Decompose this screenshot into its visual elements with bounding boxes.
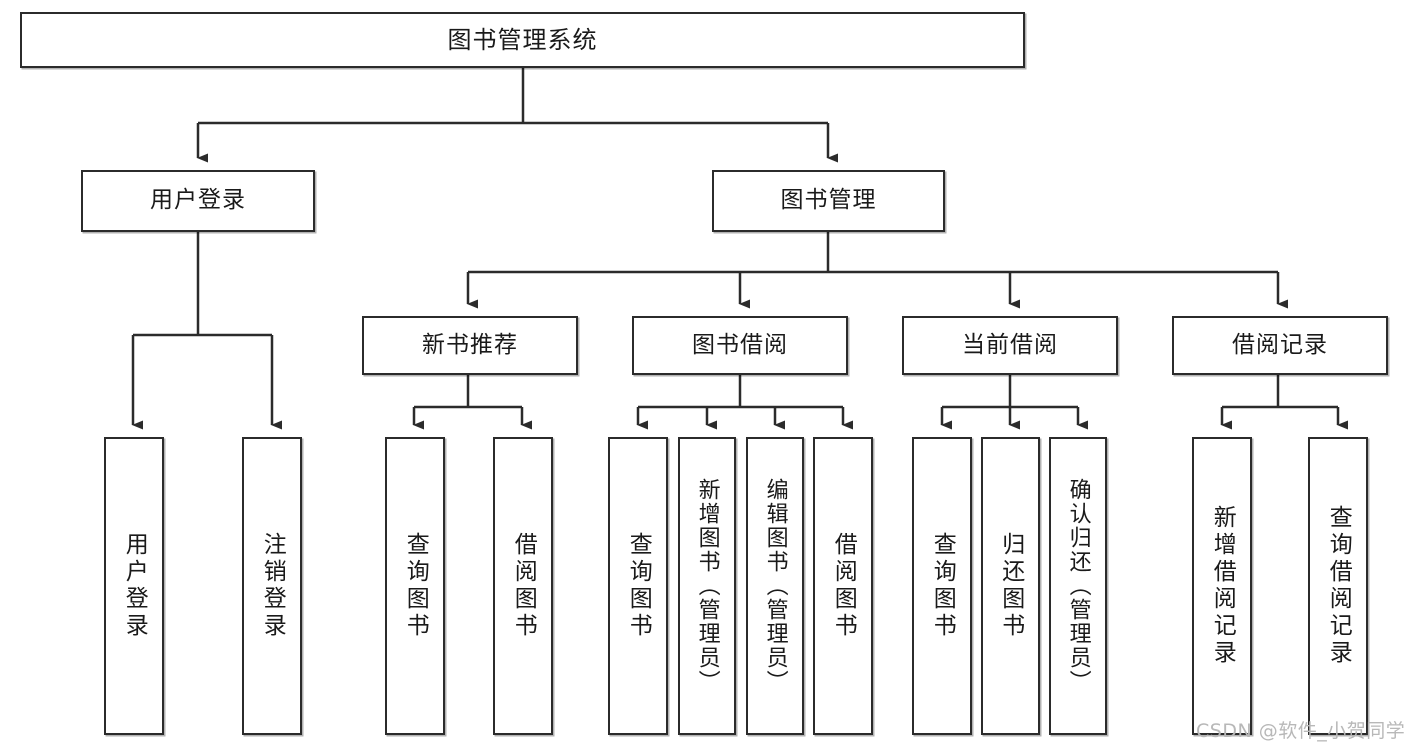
leaf-borrow-record-add-record[interactable]: 新增借阅记录 [1192,437,1252,735]
leaf-borrow-record-query-record[interactable]: 查询借阅记录 [1308,437,1368,735]
csdn-watermark: CSDN @软件_小贺同学 [1196,720,1405,742]
leaf-current-borrow-query-book[interactable]: 查询图书 [912,437,972,735]
leaf-user-login-logout[interactable]: 注销登录 [242,437,302,735]
leaf-book-borrow-query-book[interactable]: 查询图书 [608,437,668,735]
node-user-login[interactable]: 用户登录 [81,170,315,232]
node-new-book-recommend[interactable]: 新书推荐 [362,316,578,375]
leaf-book-borrow-add-book-admin[interactable]: 新增图书（管理员） [678,437,736,735]
node-root-book-management-system[interactable]: 图书管理系统 [20,12,1025,68]
node-book-management[interactable]: 图书管理 [712,170,945,232]
leaf-new-book-borrow-book[interactable]: 借阅图书 [493,437,553,735]
leaf-new-book-query-book[interactable]: 查询图书 [385,437,445,735]
node-borrow-record[interactable]: 借阅记录 [1172,316,1388,375]
leaf-user-login-login[interactable]: 用户登录 [104,437,164,735]
node-current-borrow[interactable]: 当前借阅 [902,316,1118,375]
leaf-current-borrow-return-book[interactable]: 归还图书 [981,437,1040,735]
leaf-book-borrow-edit-book-admin[interactable]: 编辑图书（管理员） [746,437,804,735]
leaf-current-borrow-confirm-return-admin[interactable]: 确认归还（管理员） [1049,437,1107,735]
node-book-borrow[interactable]: 图书借阅 [632,316,848,375]
leaf-book-borrow-borrow-book[interactable]: 借阅图书 [813,437,873,735]
